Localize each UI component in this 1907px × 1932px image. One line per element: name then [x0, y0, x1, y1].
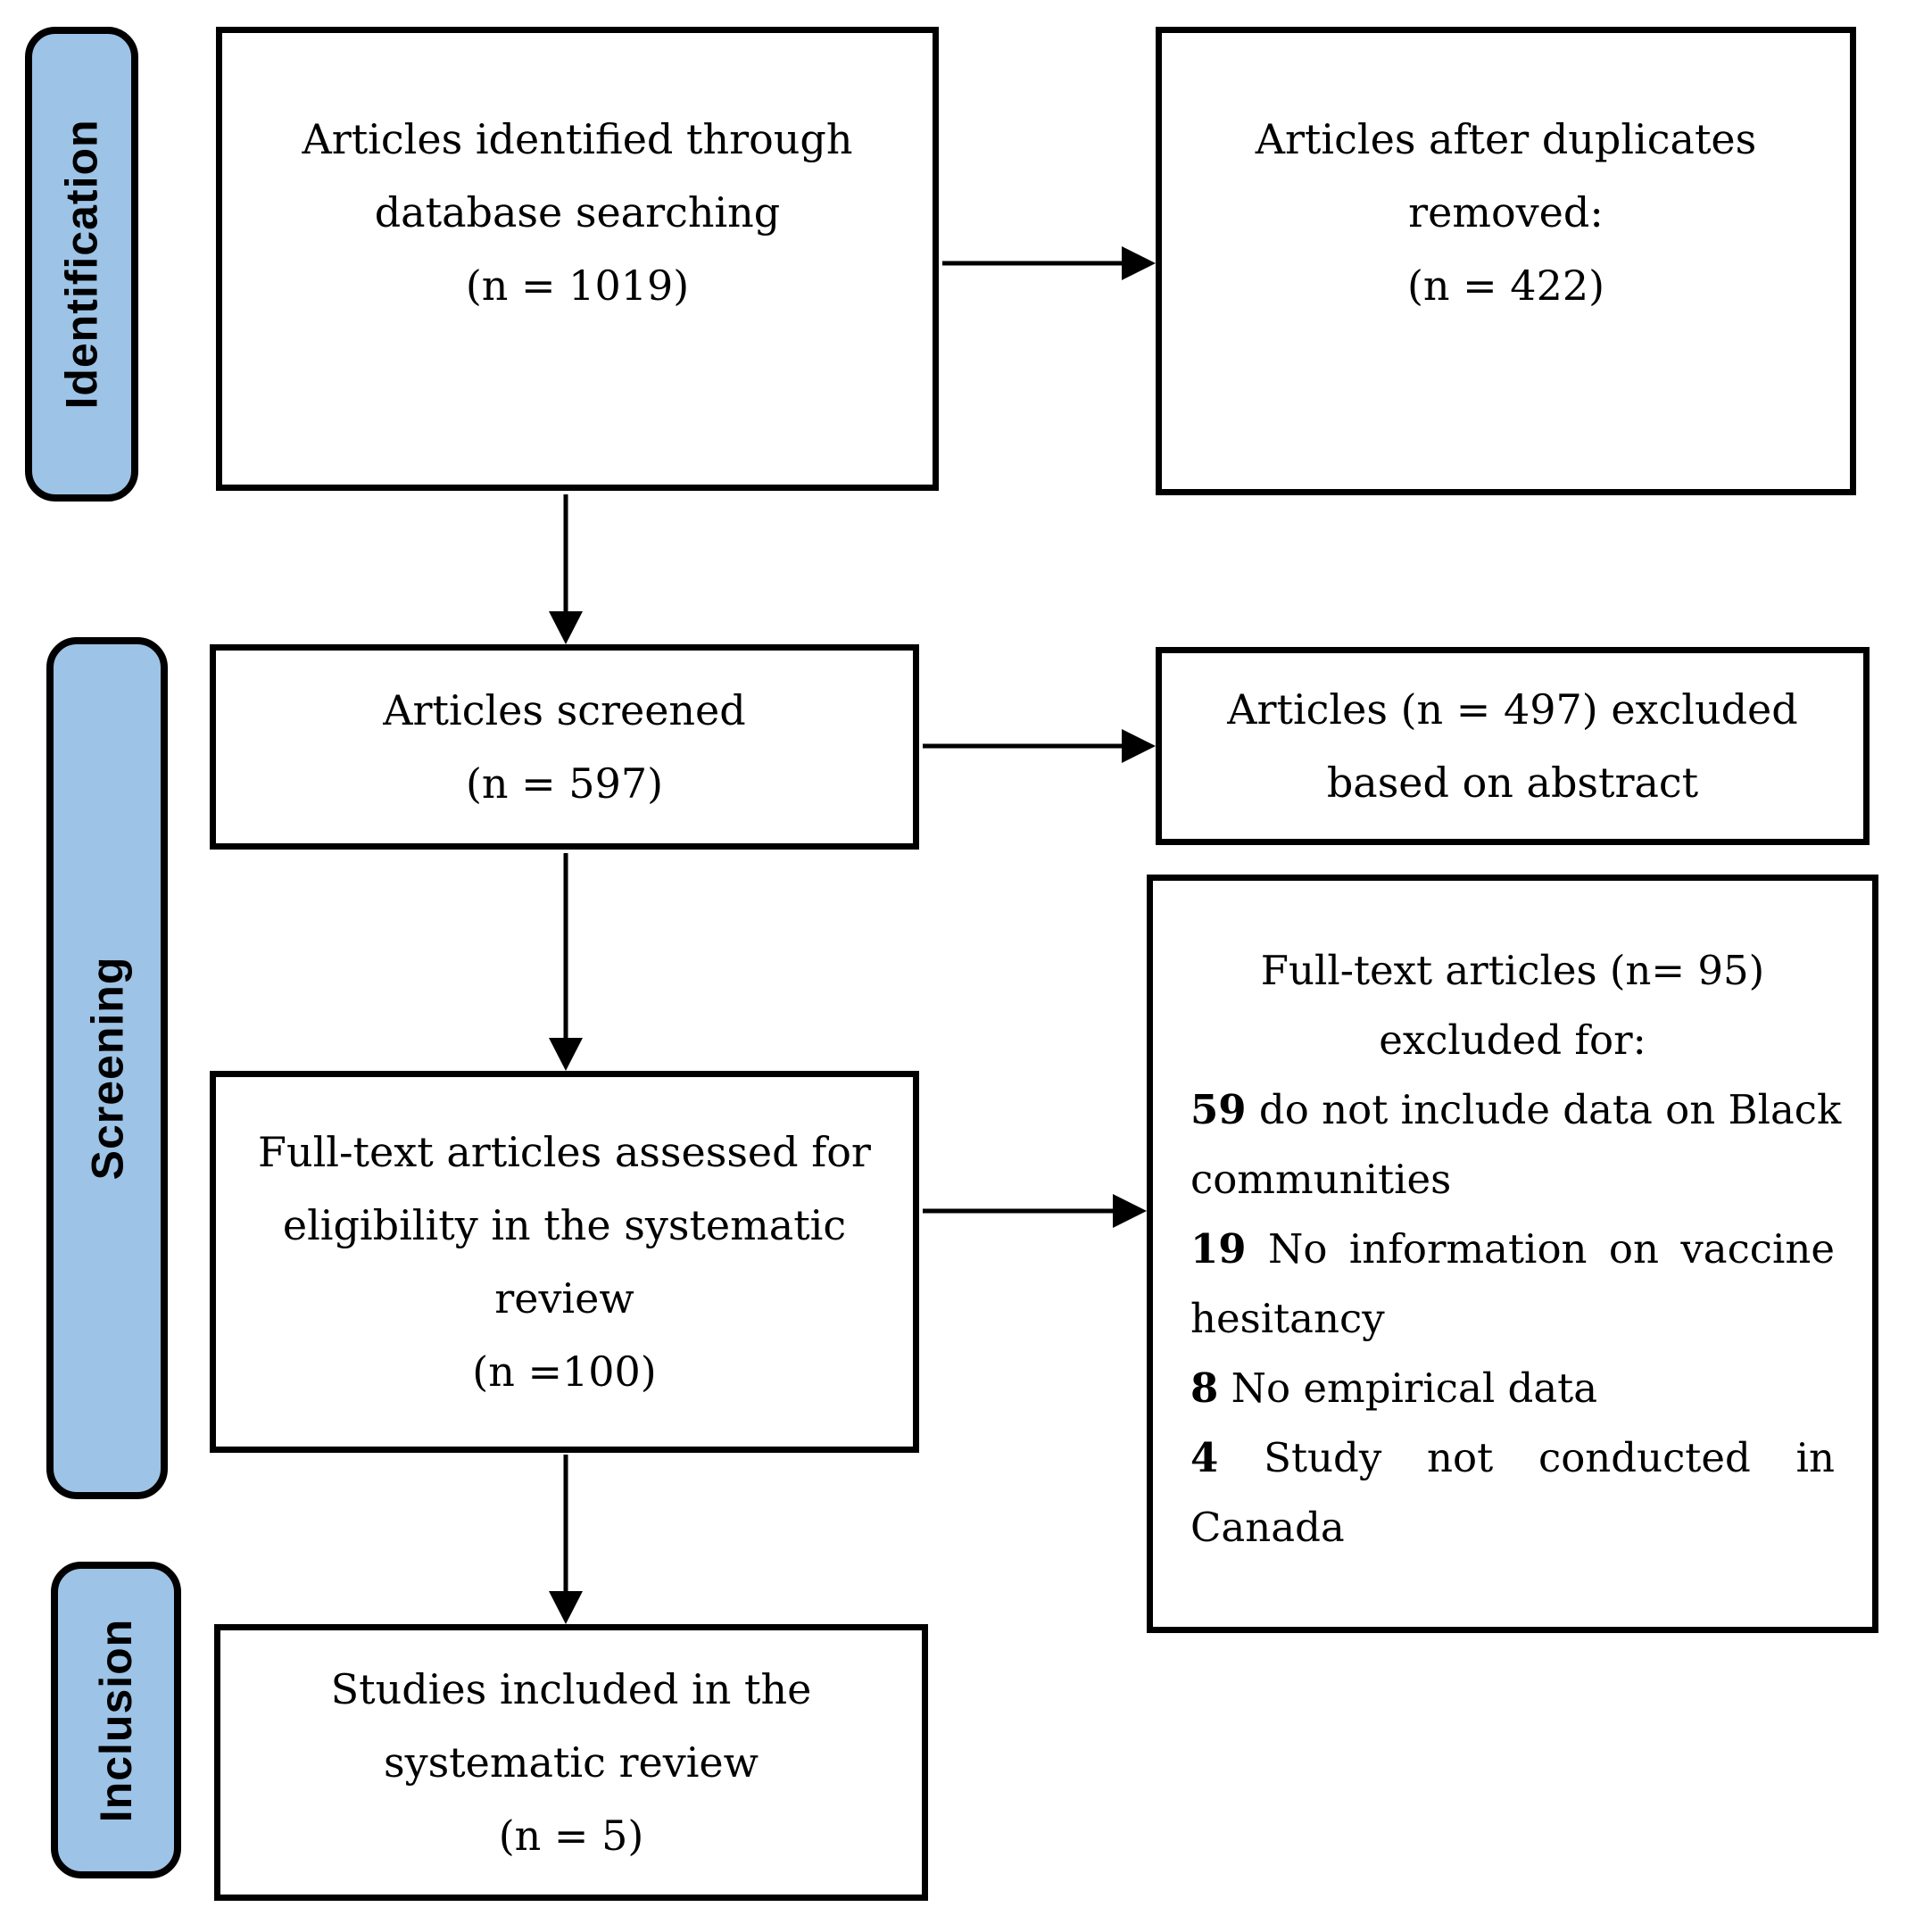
reason-text: hesitancy — [1190, 1295, 1385, 1342]
box-text-line: Articles (n = 497) excluded — [1227, 685, 1798, 734]
reason-text: communities — [1190, 1156, 1452, 1203]
box-text-line: (n = 422) — [1406, 261, 1605, 310]
arrow-fulltext-to-included — [549, 1455, 583, 1624]
stage-label-text: Identification — [56, 119, 107, 410]
box-text-line: (n = 1019) — [465, 261, 690, 310]
box-duplicates-removed: Articles after duplicates removed: (n = … — [1156, 27, 1856, 495]
box-text-line: database searching — [374, 188, 781, 236]
stage-label-text: Screening — [82, 956, 132, 1181]
box-fulltext-assessed: Full-text articles assessed for eligibil… — [210, 1071, 919, 1453]
box-text-line: Articles screened — [383, 686, 746, 734]
arrow-identified-to-duplicates — [942, 246, 1156, 280]
reason-count: 4 — [1190, 1434, 1219, 1481]
box-text-line: Full-text articles (n= 95) — [1260, 947, 1765, 994]
box-text-line: (n = 5) — [498, 1812, 644, 1860]
box-text-line: Articles after duplicates — [1255, 115, 1757, 163]
box-fulltext-excluded: Full-text articles (n= 95) excluded for:… — [1147, 875, 1878, 1633]
reason-count: 59 — [1190, 1086, 1247, 1133]
reason-count: 19 — [1190, 1225, 1247, 1273]
stage-label-identification: Identification — [25, 27, 138, 502]
arrow-fulltext-to-excluded — [923, 1194, 1147, 1228]
arrow-screened-to-excluded-abstract — [923, 729, 1156, 763]
reason-text: No empirical data — [1218, 1364, 1598, 1412]
stage-label-screening: Screening — [46, 637, 168, 1499]
box-text-line: removed: — [1408, 188, 1604, 236]
box-articles-identified: Articles identified through database sea… — [216, 27, 939, 491]
box-articles-screened: Articles screened (n = 597) — [210, 644, 919, 850]
box-text-line: systematic review — [383, 1738, 759, 1787]
box-excluded-on-abstract: Articles (n = 497) excluded based on abs… — [1156, 647, 1870, 845]
box-text-line: (n =100) — [472, 1347, 657, 1396]
reason-text: do not include data on Black — [1246, 1086, 1842, 1133]
box-text-line: Full-text articles assessed for — [258, 1128, 871, 1176]
stage-label-text: Inclusion — [91, 1618, 141, 1822]
stage-label-inclusion: Inclusion — [51, 1562, 181, 1878]
box-text-line: excluded for: — [1379, 1016, 1646, 1064]
reason-text: Canada — [1190, 1504, 1345, 1551]
exclusion-reason: 59 do not include data on Black communit… — [1190, 1075, 1841, 1215]
box-text-line: Articles identified through — [302, 115, 853, 163]
box-studies-included: Studies included in the systematic revie… — [214, 1624, 928, 1901]
box-text-line: review — [494, 1274, 634, 1323]
box-text-line: based on abstract — [1326, 759, 1699, 807]
reason-text: No information on vaccine — [1246, 1225, 1835, 1273]
box-text-line: (n = 597) — [465, 759, 664, 808]
reason-text: Study not conducted in — [1218, 1434, 1835, 1481]
arrow-identified-to-screened — [549, 494, 583, 644]
exclusion-reason: 19 No information on vaccine hesitancy — [1190, 1215, 1835, 1354]
exclusion-reason: 4 Study not conducted in Canada — [1190, 1423, 1835, 1563]
reason-count: 8 — [1190, 1364, 1219, 1412]
box-text-line: eligibility in the systematic — [282, 1201, 847, 1249]
box-text-line: Studies included in the — [330, 1665, 812, 1713]
arrow-screened-to-fulltext — [549, 853, 583, 1071]
exclusion-reason: 8 No empirical data — [1190, 1354, 1835, 1423]
